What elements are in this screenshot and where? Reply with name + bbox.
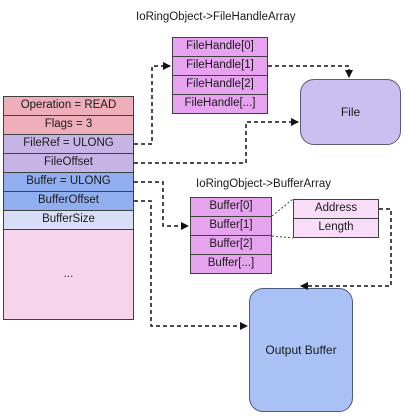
output-buffer-node: Output Buffer [249,288,353,412]
buffer-arrow [134,181,189,230]
file-node: File [300,79,401,145]
filehandle-to-file-arrow [268,65,353,78]
bufferoffset-arrow [134,200,248,330]
fileref-arrow [134,62,171,145]
buffer-array-title: IoRingObject->BufferArray [196,178,331,190]
length-field: Length [293,218,379,238]
buffer-rest: Buffer[...] [190,254,272,274]
file-handle-array-title: IoRingObject->FileHandleArray [136,11,296,23]
expand-line-bottom [271,235,294,239]
request-remaining-fields: ... [3,229,134,320]
fileoffset-arrow [134,118,299,164]
expand-line-top [271,198,294,217]
address-arrow [300,208,392,290]
file-handle-rest: FileHandle[...] [172,94,268,114]
